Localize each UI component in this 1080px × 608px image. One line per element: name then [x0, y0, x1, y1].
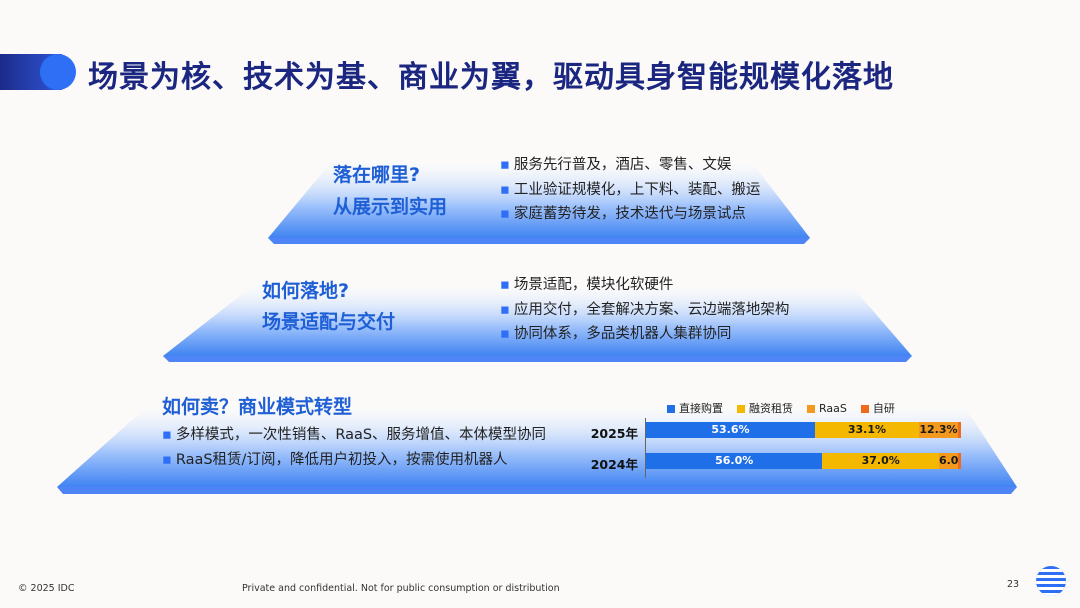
list-item: 多样模式，一次性销售、RaaS、服务增值、本体模型协同: [162, 423, 546, 448]
tier-2-bullets: 场景适配，模块化软硬件 应用交付，全套解决方案、云边端落地架构 协同体系，多品类…: [500, 273, 790, 347]
bar-segment: 12.3%: [919, 422, 958, 438]
bar-segment: 33.1%: [814, 422, 920, 438]
stacked-bar: 56.0%37.0%6.0%: [646, 453, 961, 469]
bar-segment: 53.6%: [646, 422, 815, 438]
legend-label: 直接购置: [679, 402, 723, 415]
page-number: 23: [1007, 579, 1020, 590]
bar-segment: 56.0%: [646, 453, 823, 469]
tier-1-subtitle: 从展示到实用: [333, 196, 448, 218]
tier-2-subtitle: 场景适配与交付: [262, 311, 396, 333]
list-item: 场景适配，模块化软硬件: [500, 273, 789, 298]
legend-label: RaaS: [819, 402, 847, 415]
tier-3-title: 如何卖？商业模式转型: [162, 396, 353, 418]
tier-3-bullets: 多样模式，一次性销售、RaaS、服务增值、本体模型协同 RaaS租赁/订阅，降低…: [162, 423, 546, 472]
list-item: 协同体系，多品类机器人集群协同: [500, 322, 789, 347]
list-item: RaaS租赁/订阅，降低用户初投入，按需使用机器人: [162, 448, 546, 473]
chart-legend: 直接购置 融资租赁 RaaS 自研: [667, 400, 909, 416]
bar-segment: 6.0%: [938, 453, 958, 469]
legend-swatch: [860, 405, 869, 413]
chart-axis: [645, 418, 646, 478]
title-accent-dot: [40, 54, 76, 90]
legend-item: 直接购置: [667, 402, 723, 415]
category-label: 2024年: [590, 457, 638, 472]
tier-1-bullets: 服务先行普及，酒店、零售、文娱 工业验证规模化，上下料、装配、搬运 家庭蓄势待发…: [500, 153, 761, 227]
copyright: © 2025 IDC: [18, 583, 75, 594]
list-item: 服务先行普及，酒店、零售、文娱: [500, 153, 760, 178]
legend-item: RaaS: [807, 402, 847, 415]
legend-item: 自研: [860, 402, 895, 415]
tier-2-question: 如何落地?: [262, 280, 350, 302]
bar-segment: [957, 422, 961, 438]
legend-label: 自研: [872, 402, 895, 415]
legend-label: 融资租赁: [749, 402, 793, 415]
stacked-bar: 53.6%33.1%12.3%: [646, 422, 961, 438]
business-model-chart: 2025年 53.6%33.1%12.3% 2024年 56.0%37.0%6.0%: [588, 418, 968, 480]
legend-swatch: [807, 405, 815, 413]
list-item: 家庭蓄势待发，技术迭代与场景试点: [500, 202, 760, 227]
tier-1-question: 落在哪里?: [333, 164, 421, 186]
legend-swatch: [667, 405, 675, 413]
legend-swatch: [737, 405, 745, 413]
legend-item: 融资租赁: [737, 402, 793, 415]
idc-logo-icon: [1036, 566, 1066, 596]
category-label: 2025年: [590, 426, 638, 441]
page-title: 场景为核、技术为基、商业为翼，驱动具身智能规模化落地: [88, 60, 894, 95]
list-item: 工业验证规模化，上下料、装配、搬运: [500, 178, 761, 203]
confidential-notice: Private and confidential. Not for public…: [242, 583, 560, 594]
bar-segment: 37.0%: [822, 453, 939, 469]
bar-segment: [957, 453, 961, 469]
list-item: 应用交付，全套解决方案、云边端落地架构: [500, 298, 790, 323]
